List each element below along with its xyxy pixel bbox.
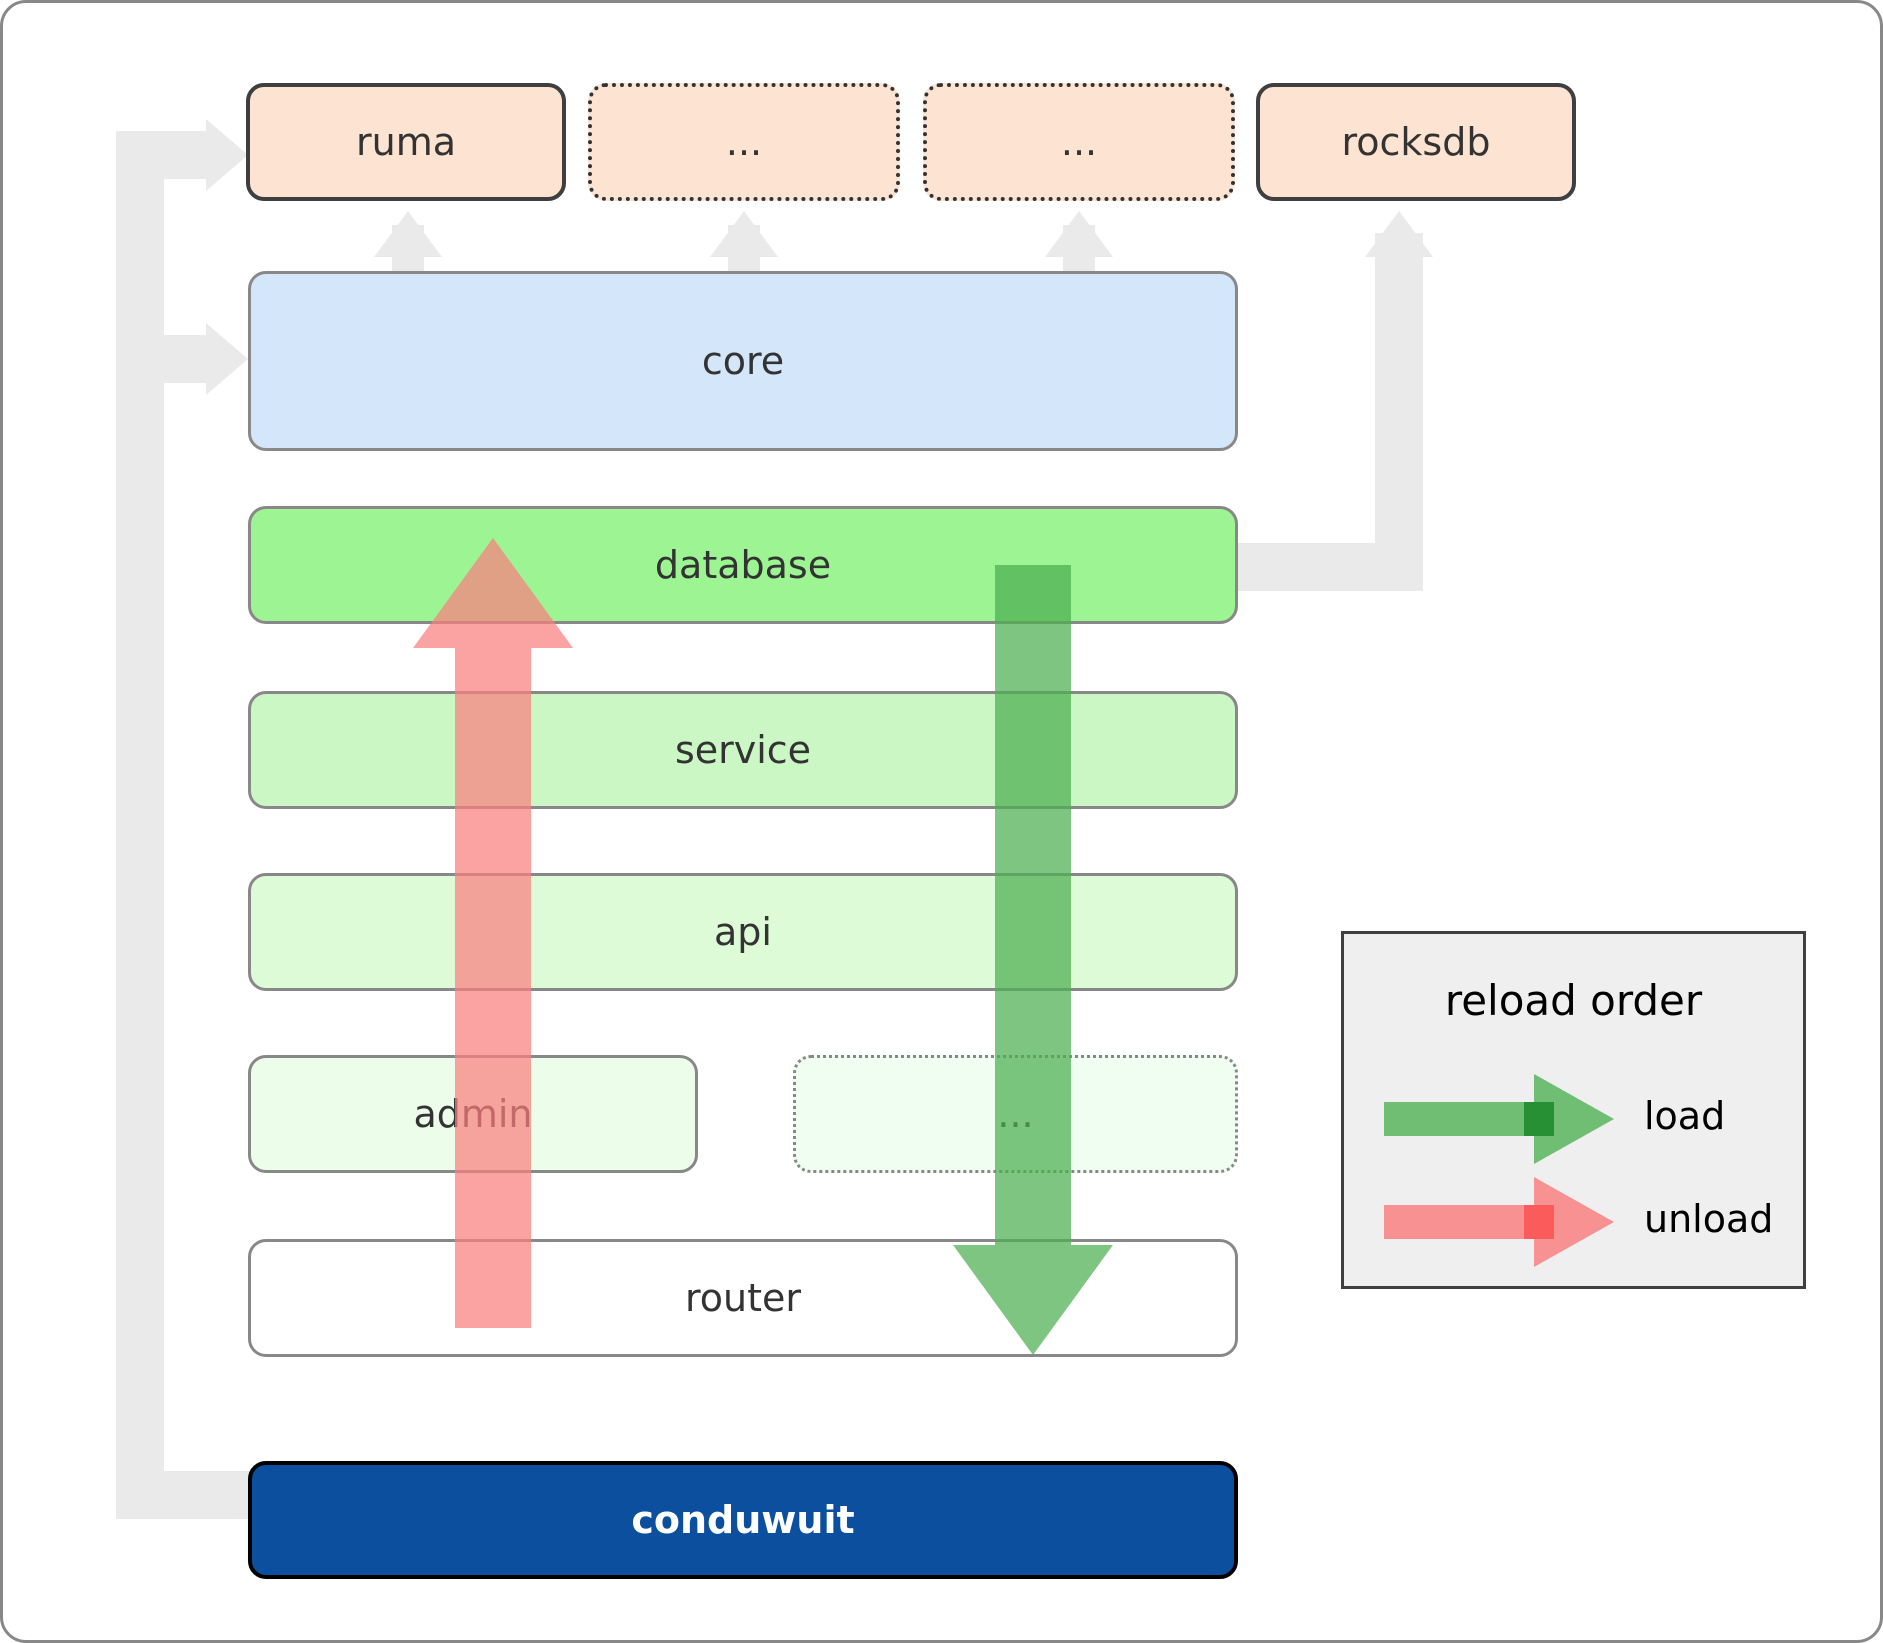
dependency-label: ... bbox=[1060, 120, 1098, 164]
legend-title: reload order bbox=[1444, 976, 1703, 1025]
load-arrow-big bbox=[953, 565, 1113, 1355]
connector-database-to-rocksdb-vertical bbox=[1375, 233, 1423, 591]
dependency-box-ruma[interactable]: ruma bbox=[246, 83, 566, 201]
layer-label: database bbox=[654, 543, 832, 587]
connector-to-ruma-arrowhead bbox=[206, 119, 248, 191]
legend-load-arrow bbox=[1384, 1074, 1614, 1164]
connector-from-conduwuit-stub bbox=[116, 1471, 256, 1519]
binary-box-conduwuit[interactable]: conduwuit bbox=[248, 1461, 1238, 1579]
layer-box-api[interactable]: api bbox=[248, 873, 1238, 991]
connector-core-to-ruma-arrowhead bbox=[374, 211, 442, 257]
dependency-label: ruma bbox=[355, 120, 456, 164]
dependency-label: ... bbox=[725, 120, 763, 164]
connector-to-core-stub bbox=[116, 335, 214, 383]
layer-box-database[interactable]: database bbox=[248, 506, 1238, 624]
connector-database-to-rocksdb-arrowhead bbox=[1365, 211, 1433, 257]
legend-load-label: load bbox=[1644, 1094, 1726, 1138]
dependency-label: rocksdb bbox=[1341, 120, 1491, 164]
legend-unload-arrow bbox=[1384, 1177, 1614, 1267]
layer-label: service bbox=[674, 728, 812, 772]
legend-unload-label: unload bbox=[1644, 1197, 1774, 1241]
connector-core-to-dots1-arrowhead bbox=[710, 211, 778, 257]
connector-to-ruma-stub bbox=[116, 131, 214, 179]
layer-label: router bbox=[684, 1276, 802, 1320]
layer-box-service[interactable]: service bbox=[248, 691, 1238, 809]
layer-label: api bbox=[714, 910, 772, 954]
dependency-box-ellipsis-1[interactable]: ... bbox=[588, 83, 900, 201]
dependency-box-ellipsis-2[interactable]: ... bbox=[923, 83, 1235, 201]
legend-panel: reload order load unload bbox=[1341, 931, 1806, 1289]
dependency-box-rocksdb[interactable]: rocksdb bbox=[1256, 83, 1576, 201]
connector-to-core-arrowhead bbox=[206, 323, 248, 395]
layer-box-core[interactable]: core bbox=[248, 271, 1238, 451]
unload-arrow-big bbox=[413, 538, 573, 1328]
layer-label: core bbox=[701, 339, 785, 383]
connector-core-to-dots2-arrowhead bbox=[1045, 211, 1113, 257]
binary-label: conduwuit bbox=[631, 1498, 855, 1542]
